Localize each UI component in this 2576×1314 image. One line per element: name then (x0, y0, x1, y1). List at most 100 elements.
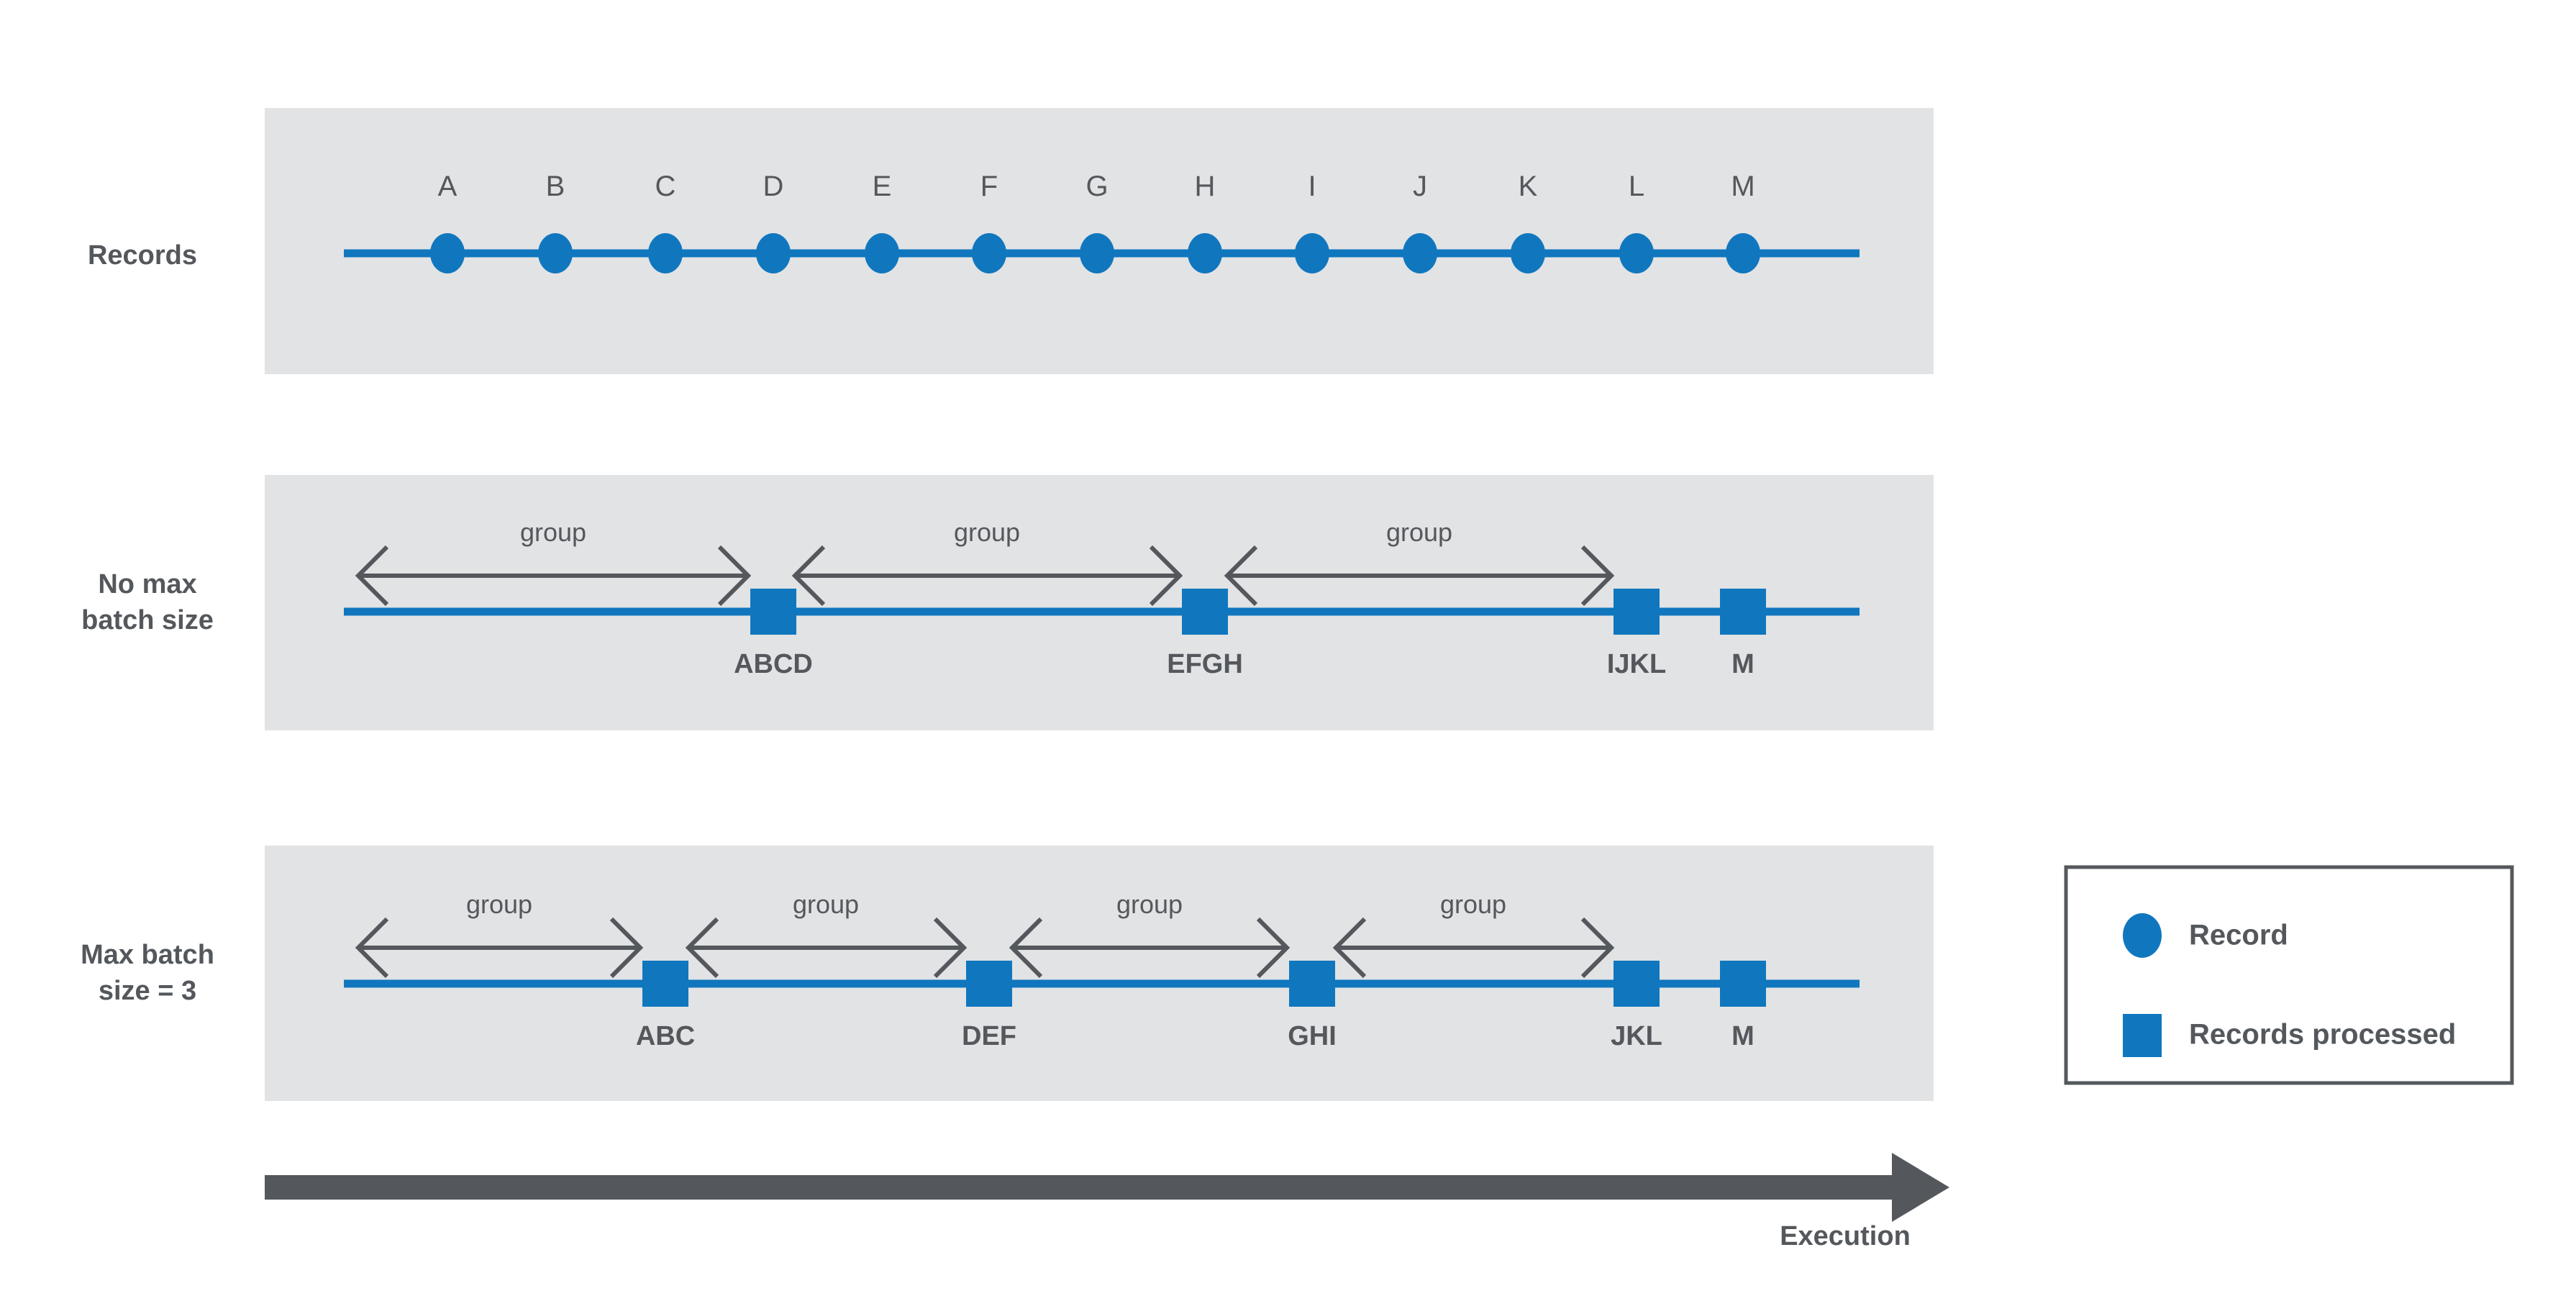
group-arrowhead-left (791, 545, 826, 607)
group-span-2-row3: group (685, 889, 968, 979)
batch-marker-abcd: ABCD (734, 589, 813, 679)
record-dot-k (1511, 233, 1545, 273)
processed-square (1614, 589, 1660, 635)
record-letter-a: A (438, 171, 458, 202)
group-span-2-row2: group (791, 517, 1183, 607)
batch-label-efgh: EFGH (1167, 649, 1243, 679)
group-label: group (793, 889, 859, 919)
record-markers-records: A B C D E (430, 171, 1760, 273)
record-letter-l: L (1629, 171, 1644, 202)
processed-square (1720, 961, 1766, 1007)
batch-label-jkl: JKL (1611, 1021, 1662, 1051)
group-label: group (466, 889, 532, 919)
record-letter-k: K (1519, 171, 1538, 202)
record-marker-l: L (1619, 171, 1654, 273)
batch-marker-ijkl: IJKL (1607, 589, 1666, 679)
row-label-records: Records (88, 240, 197, 271)
execution-arrow (265, 1153, 1949, 1222)
record-dot-a (430, 233, 465, 273)
record-dot-f (972, 233, 1006, 273)
processed-square (1289, 961, 1335, 1007)
group-arrowhead-right (1580, 917, 1615, 979)
batch-marker-abc: ABC (636, 961, 695, 1051)
row-label-no-max-batch-size-line1: No max (98, 569, 196, 599)
row-label-max-batch-size-3-line1: Max batch (81, 940, 214, 970)
group-label: group (520, 517, 586, 547)
record-dot-i (1295, 233, 1329, 273)
execution-axis: Execution (265, 1153, 1949, 1251)
record-marker-d: D (756, 171, 791, 273)
batch-label-ghi: GHI (1288, 1021, 1337, 1051)
batch-marker-ghi: GHI (1288, 961, 1337, 1051)
row-panel-max-batch-size-3 (265, 846, 1934, 1101)
group-arrowhead-right (933, 917, 968, 979)
legend-label-records-processed: Records processed (2189, 1019, 2456, 1051)
record-marker-a: A (430, 171, 465, 273)
group-arrowhead-left (685, 917, 719, 979)
record-dot-g (1080, 233, 1114, 273)
group-label: group (1116, 889, 1183, 919)
legend: Record Records processed (2064, 865, 2514, 1085)
processed-square (750, 589, 796, 635)
record-marker-g: G (1080, 171, 1114, 273)
row-label-no-max-batch-size-line2: batch size (81, 605, 214, 635)
record-dot-j (1403, 233, 1437, 273)
row-label-max-batch-size-3-line2: size = 3 (99, 976, 196, 1006)
group-arrowhead-left (355, 917, 389, 979)
record-dot-e (865, 233, 899, 273)
record-letter-i: I (1308, 171, 1316, 202)
record-marker-f: F (972, 171, 1006, 273)
record-marker-c: C (648, 171, 683, 273)
record-letter-d: D (763, 171, 784, 202)
group-span-3-row2: group (1224, 517, 1615, 607)
record-letter-g: G (1086, 171, 1108, 202)
record-dot-b (538, 233, 573, 273)
legend-item-records-processed: Records processed (2123, 1014, 2456, 1057)
records-processed-square-icon (2123, 1014, 2162, 1057)
row-records: Records A B C D (88, 108, 1934, 374)
record-marker-j: J (1403, 171, 1437, 273)
record-letter-c: C (655, 171, 676, 202)
row-panel-no-max-batch-size (265, 475, 1934, 730)
record-dot-c (648, 233, 683, 273)
processed-square (642, 961, 688, 1007)
batch-label-abcd: ABCD (734, 649, 813, 679)
record-dot-h (1188, 233, 1222, 273)
group-arrowhead-right (1580, 545, 1615, 607)
processed-square (1720, 589, 1766, 635)
group-span-4-row3: group (1332, 889, 1615, 979)
group-label: group (1440, 889, 1506, 919)
record-letter-f: F (980, 171, 998, 202)
processed-square (1614, 961, 1660, 1007)
execution-axis-label: Execution (1780, 1221, 1911, 1251)
record-marker-h: H (1188, 171, 1222, 273)
group-arrowhead-left (1332, 917, 1367, 979)
record-marker-e: E (865, 171, 899, 273)
record-marker-m: M (1726, 171, 1760, 273)
record-circle-icon (2123, 913, 2162, 958)
record-dot-l (1619, 233, 1654, 273)
record-marker-k: K (1511, 171, 1545, 273)
batch-label-abc: ABC (636, 1021, 695, 1051)
group-arrowhead-left (1009, 917, 1043, 979)
group-label: group (954, 517, 1020, 547)
record-marker-b: B (538, 171, 573, 273)
record-letter-e: E (873, 171, 892, 202)
group-span-3-row3: group (1009, 889, 1291, 979)
legend-item-record: Record (2123, 913, 2288, 958)
group-label: group (1386, 517, 1452, 547)
group-arrowhead-right (1256, 917, 1291, 979)
group-span-1-row2: group (355, 517, 752, 607)
group-arrowhead-left (1224, 545, 1258, 607)
record-marker-i: I (1295, 171, 1329, 273)
group-arrowhead-right (1149, 545, 1183, 607)
record-letter-m: M (1731, 171, 1754, 202)
batch-marker-m-row2: M (1720, 589, 1766, 679)
record-dot-m (1726, 233, 1760, 273)
batch-label-def: DEF (962, 1021, 1016, 1051)
group-span-1-row3: group (355, 889, 644, 979)
processed-square (966, 961, 1012, 1007)
record-letter-b: B (546, 171, 565, 202)
